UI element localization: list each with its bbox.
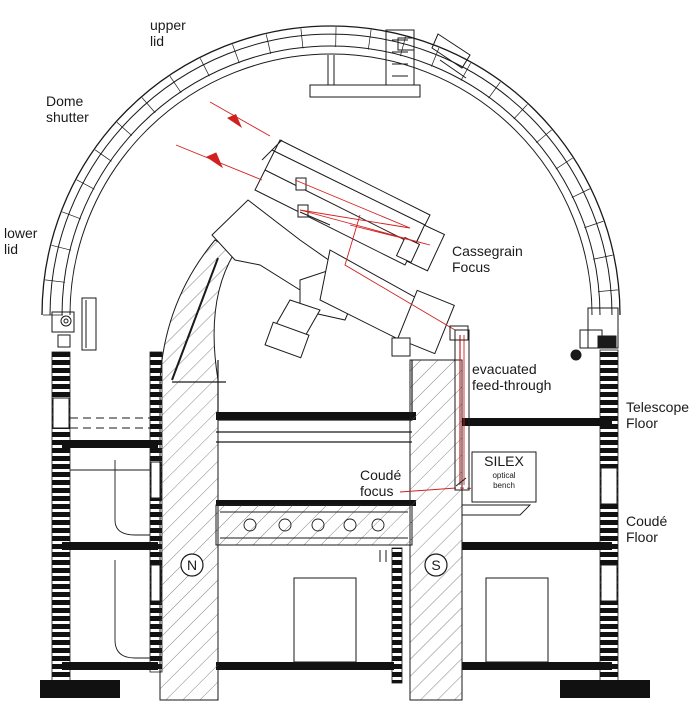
dome-rib <box>200 58 209 76</box>
dome-rib <box>266 34 270 53</box>
north-pier <box>160 240 235 700</box>
cassegrain-label-1: Cassegrain <box>452 243 523 259</box>
dome-rib <box>572 189 590 198</box>
left-lid-hinge <box>52 298 96 350</box>
lower-lid-label-2: lid <box>4 241 18 257</box>
dome-rib <box>598 290 618 292</box>
south-pier <box>410 360 462 700</box>
dome-rib <box>301 29 303 49</box>
dome-shutter-label-2: shutter <box>46 109 89 125</box>
left-rooms <box>70 418 150 658</box>
cassegrain-label-2: Focus <box>452 259 490 275</box>
lower-lid-label-1: lower <box>4 225 38 241</box>
silex-optical-bench: SILEX optical bench <box>472 452 536 502</box>
south-marker: S <box>425 554 447 576</box>
dome-rib <box>77 180 95 189</box>
telescope-floor-label-2: Floor <box>626 415 658 431</box>
upper-lid-label-1: upper <box>150 17 186 33</box>
coude-floor-label-1: Coudé <box>626 513 667 529</box>
optical-bench-line-1: optical <box>492 471 515 480</box>
coude-floor-label-2: Floor <box>626 529 658 545</box>
feedthrough-label-1: evacuated <box>472 361 537 377</box>
dome-rib <box>45 280 65 282</box>
svg-text:S: S <box>431 557 440 573</box>
upper-lid-label-2: lid <box>150 33 164 49</box>
dome-rib <box>431 48 438 67</box>
svg-text:N: N <box>187 557 197 573</box>
dome-rib <box>593 255 613 259</box>
north-marker: N <box>181 554 203 576</box>
optical-bench-line-2: bench <box>493 481 515 490</box>
dome-rib <box>232 44 239 63</box>
dome-shutter-label-1: Dome <box>46 93 84 109</box>
feedthrough-label-2: feed-through <box>472 377 551 393</box>
dome-rib <box>62 212 81 219</box>
coude-focus-label-2: focus <box>360 483 393 499</box>
dome-rib <box>368 30 371 50</box>
dome-top-equipment <box>310 30 420 97</box>
dome-rib <box>52 245 71 250</box>
telescope-floor-label-1: Telescope <box>626 399 689 415</box>
dome-rib <box>584 221 603 228</box>
coude-focus-label-1: Coudé <box>360 467 401 483</box>
telescope <box>212 140 454 358</box>
silex-label: SILEX <box>484 453 524 469</box>
